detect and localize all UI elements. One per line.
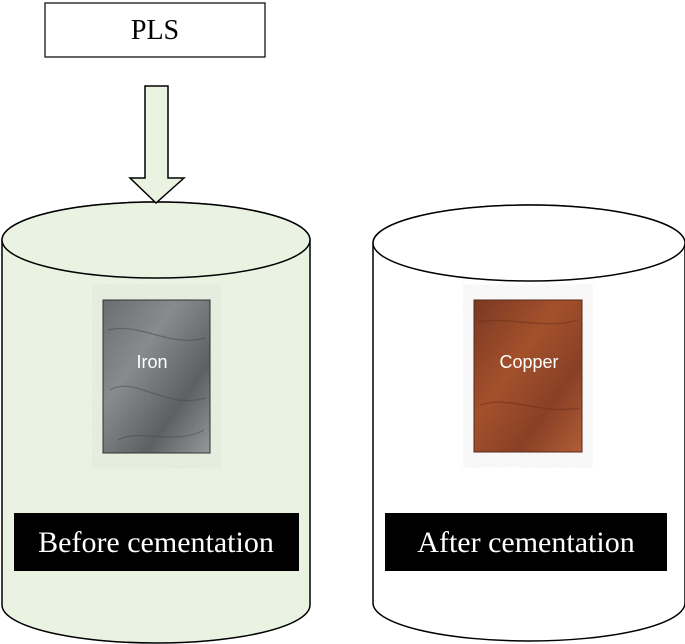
tank-before: Iron Before cementation: [1, 201, 311, 644]
iron-sample-streaks: [107, 327, 207, 441]
pls-box-frame: [44, 2, 266, 58]
tank-before-top: [1, 201, 311, 279]
copper-label: Copper: [499, 352, 558, 372]
copper-sample-image: [473, 299, 583, 453]
before-caption-background: [14, 513, 299, 571]
copper-sample-streaks: [477, 319, 580, 411]
pls-label: PLS: [131, 15, 179, 46]
after-caption-background: [385, 513, 667, 571]
after-caption: After cementation: [417, 526, 634, 559]
pls-flow-arrow: [128, 85, 186, 205]
tank-after-top: [372, 204, 685, 282]
pls-input-box: PLS: [44, 2, 266, 58]
tank-after: Copper After cementation: [372, 204, 685, 642]
iron-sample-image: [102, 299, 211, 454]
before-caption: Before cementation: [38, 526, 274, 559]
iron-label: Iron: [136, 352, 167, 372]
